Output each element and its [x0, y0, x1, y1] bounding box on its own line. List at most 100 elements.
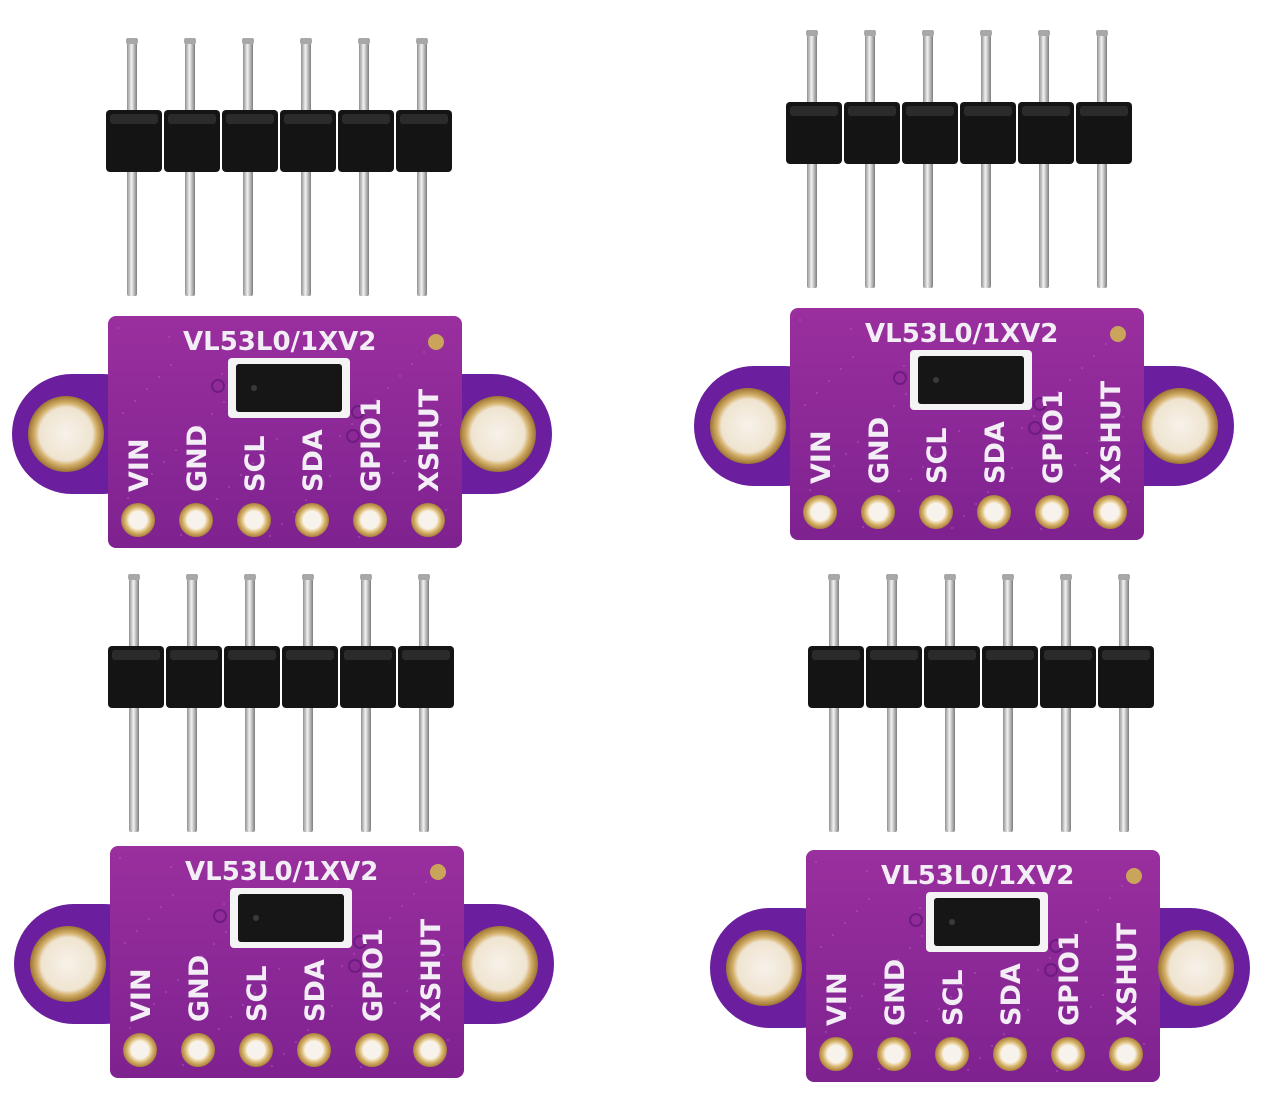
pin-label-vin: VIN: [806, 430, 837, 484]
trace-ring: [893, 371, 907, 385]
pcb-texture-dot: [256, 336, 260, 340]
pin-header: [786, 30, 1132, 288]
pcb-texture-dot: [1036, 968, 1040, 972]
header-plastic-segment: [866, 646, 922, 708]
pcb-texture-dot: [200, 954, 204, 958]
header-pin-tip: [244, 574, 256, 580]
pcb-texture-dot: [198, 424, 202, 428]
pcb-texture-dot: [294, 1040, 298, 1044]
pcb-texture-dot: [152, 1002, 156, 1006]
pcb-texture-dot: [179, 533, 183, 537]
pcb-texture-dot: [1092, 354, 1096, 358]
pcb-texture-dot: [403, 459, 407, 463]
pcb-texture-dot: [1039, 527, 1043, 531]
pcb-texture-dot: [1056, 390, 1060, 394]
header-pin-tip: [828, 574, 840, 580]
header-plastic-highlight: [112, 650, 160, 660]
pcb-texture-dot: [861, 525, 865, 529]
pcb-texture-dot: [803, 403, 807, 407]
solder-pad-hole: [943, 1045, 961, 1063]
solder-pad-hole: [419, 511, 437, 529]
solder-pad-hole: [1001, 1045, 1019, 1063]
header-plastic-segment: [1040, 646, 1096, 708]
pcb-texture-dot: [157, 375, 161, 379]
pcb-texture-dot: [1043, 871, 1047, 875]
header-plastic-segment: [396, 110, 452, 172]
pcb-texture-dot: [1101, 993, 1105, 997]
solder-pad-hole: [189, 1041, 207, 1059]
sensor-chip: [918, 356, 1024, 404]
sensor-chip: [236, 364, 342, 412]
pcb-texture-dot: [220, 372, 224, 376]
pcb-texture-dot: [849, 327, 853, 331]
header-pin-tip: [1038, 30, 1050, 36]
header-plastic-segment: [280, 110, 336, 172]
pin-label-vin: VIN: [124, 438, 155, 492]
trace-ring: [211, 379, 225, 393]
pin-label-xshut: XSHUT: [1112, 922, 1143, 1026]
pcb-texture-dot: [868, 428, 872, 432]
pcb-texture-dot: [904, 392, 908, 396]
pcb-texture-dot: [945, 441, 949, 445]
pcb-texture-dot: [128, 1026, 132, 1030]
pcb-texture-dot: [251, 461, 255, 465]
header-plastic-segment: [1076, 102, 1132, 164]
header-plastic-highlight: [906, 106, 954, 116]
pcb-texture-dot: [824, 1030, 828, 1034]
header-plastic-segment: [808, 646, 864, 708]
pcb-texture-dot: [954, 870, 958, 874]
trace-ring: [1033, 397, 1047, 411]
mounting-hole-left: [710, 388, 786, 464]
pcb-texture-dot: [1015, 341, 1019, 345]
header-plastic-segment: [960, 102, 1016, 164]
pcb-texture-dot: [877, 1067, 881, 1071]
pcb-body: [790, 308, 1144, 540]
pcb-texture-dot: [856, 440, 860, 444]
pcb-texture-dot: [391, 471, 395, 475]
trace-ring: [353, 935, 367, 949]
pcb-texture-dot: [832, 464, 836, 468]
header-plastic-segment: [108, 646, 164, 708]
pcb-texture-dot: [1048, 956, 1052, 960]
header-plastic-highlight: [284, 114, 332, 124]
pcb-texture-dot: [424, 880, 428, 884]
pcb-texture-dot: [167, 335, 171, 339]
board-model-label: VL53L0/1XV2: [183, 327, 376, 357]
pcb-texture-dot: [913, 1031, 917, 1035]
solder-pad-hole: [245, 511, 263, 529]
pcb-texture-dot: [974, 502, 978, 506]
header-pin-tip: [360, 574, 372, 580]
header-plastic-segment: [166, 646, 222, 708]
header-pin-tip: [1096, 30, 1108, 36]
pin-label-gpio1: GPIO1: [356, 398, 387, 492]
header-pin-tip: [184, 38, 196, 44]
pcb-texture-dot: [1020, 426, 1024, 430]
pcb-texture-dot: [814, 860, 818, 864]
header-pin-tip: [126, 38, 138, 44]
pcb-texture-dot: [1068, 378, 1072, 382]
pcb-texture-dot: [393, 1001, 397, 1005]
pcb-texture-dot: [335, 879, 339, 883]
pcb-texture-dot: [415, 447, 419, 451]
pcb-texture-dot: [966, 1068, 970, 1072]
header-plastic-highlight: [1102, 650, 1150, 660]
pcb-texture-dot: [962, 514, 966, 518]
solder-pad-hole: [305, 1041, 323, 1059]
pin-header: [108, 574, 454, 832]
pcb-texture-dot: [921, 465, 925, 469]
header-plastic-segment: [844, 102, 900, 164]
pcb-texture-dot: [1032, 414, 1036, 418]
pcb-texture-dot: [429, 965, 433, 969]
pcb-texture-dot: [174, 448, 178, 452]
pcb-texture-dot: [855, 909, 859, 913]
solder-pad-hole: [1101, 503, 1119, 521]
pcb-texture-dot: [1097, 439, 1101, 443]
pcb-texture-dot: [280, 522, 284, 526]
pcb-texture-dot: [121, 411, 125, 415]
pcb-texture-dot: [957, 429, 961, 433]
pcb-texture-dot: [145, 387, 149, 391]
pcb-texture-dot: [222, 902, 226, 906]
pcb-texture-dot: [304, 498, 308, 502]
pin-label-xshut: XSHUT: [416, 918, 447, 1022]
